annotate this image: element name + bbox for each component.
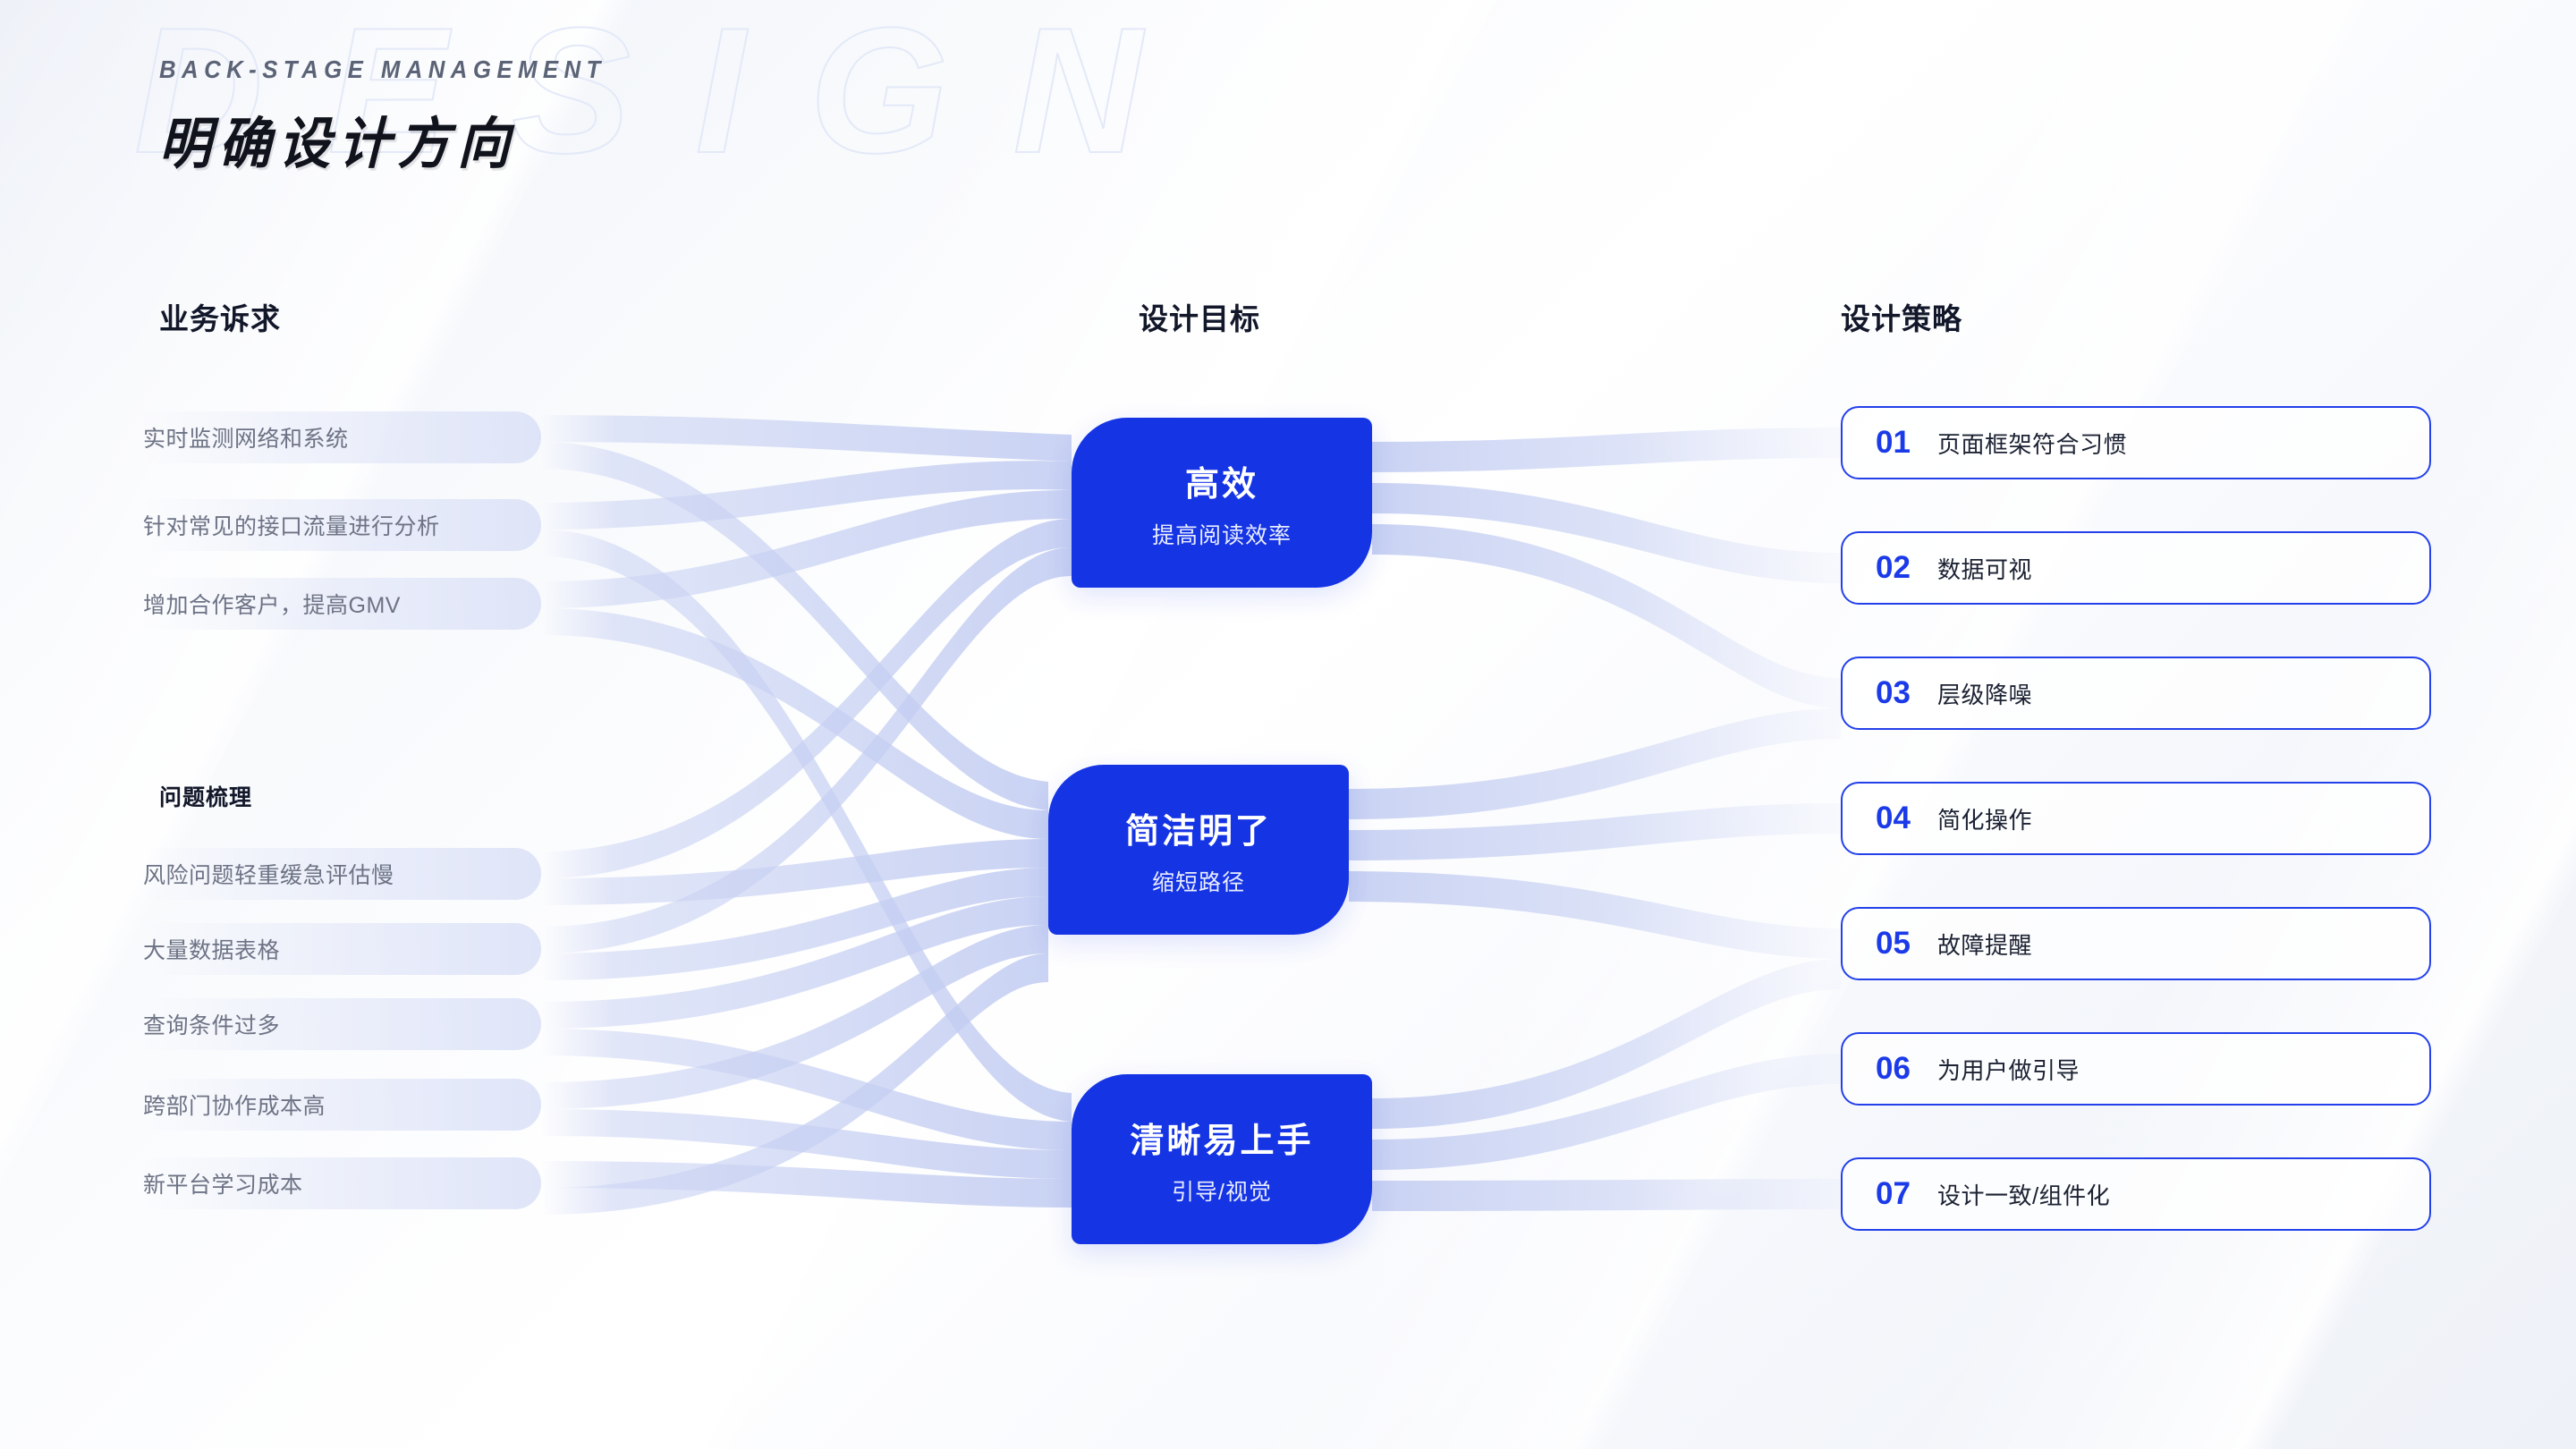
problem-label: 新平台学习成本 xyxy=(143,1173,303,1198)
strategy-label: 设计一致/组件化 xyxy=(1936,1182,2111,1209)
strategy-number: 07 xyxy=(1876,1176,1911,1211)
strategy-card-07[interactable]: 07 设计一致/组件化 xyxy=(1841,1157,2431,1231)
strategy-number: 04 xyxy=(1876,801,1911,835)
list-item[interactable]: 跨部门协作成本高 xyxy=(143,1079,541,1131)
list-item[interactable]: 新平台学习成本 xyxy=(143,1157,541,1209)
list-item[interactable]: 查询条件过多 xyxy=(143,998,541,1050)
ribbons-left xyxy=(541,415,1072,1215)
strategy-card-03[interactable]: 03 层级降噪 xyxy=(1841,657,2431,730)
strategy-number: 06 xyxy=(1876,1051,1911,1086)
list-item[interactable]: 实时监测网络和系统 xyxy=(143,411,541,463)
problem-label: 查询条件过多 xyxy=(143,1013,281,1038)
list-item[interactable]: 针对常见的接口流量进行分析 xyxy=(143,499,541,551)
list-item[interactable]: 风险问题轻重缓急评估慢 xyxy=(143,848,541,900)
column-title-design-goals: 设计目标 xyxy=(1139,302,1260,335)
goal-subtitle: 提高阅读效率 xyxy=(1151,522,1292,548)
goal-subtitle: 缩短路径 xyxy=(1151,869,1245,895)
goal-title: 高效 xyxy=(1184,465,1258,504)
strategy-label: 层级降噪 xyxy=(1936,681,2032,708)
goal-node-easy[interactable]: 清晰易上手 引导/视觉 xyxy=(1072,1074,1372,1244)
problem-label: 风险问题轻重缓急评估慢 xyxy=(143,863,394,888)
strategy-card-06[interactable]: 06 为用户做引导 xyxy=(1841,1032,2431,1106)
strategy-number: 01 xyxy=(1876,425,1911,460)
strategy-number: 05 xyxy=(1876,926,1911,961)
strategy-label: 数据可视 xyxy=(1936,555,2032,583)
header: BACK-STAGE MANAGEMENT 明确设计方向 xyxy=(158,55,645,179)
business-need-label: 增加合作客户，提高GMV xyxy=(143,593,401,618)
column-title-design-strategy: 设计策略 xyxy=(1841,302,1962,335)
business-need-label: 针对常见的接口流量进行分析 xyxy=(143,514,440,539)
list-item[interactable]: 增加合作客户，提高GMV xyxy=(143,578,541,630)
header-eyebrow: BACK-STAGE MANAGEMENT xyxy=(159,55,606,83)
problem-label: 跨部门协作成本高 xyxy=(143,1094,326,1119)
problem-label: 大量数据表格 xyxy=(143,938,281,963)
strategy-label: 简化操作 xyxy=(1936,806,2032,834)
ribbons-right xyxy=(1349,428,1841,1211)
column-title-business-needs: 业务诉求 xyxy=(159,302,281,335)
strategy-card-01[interactable]: 01 页面框架符合习惯 xyxy=(1841,406,2431,479)
column-subtitle-problems: 问题梳理 xyxy=(159,785,253,810)
business-need-label: 实时监测网络和系统 xyxy=(143,427,349,452)
goal-subtitle: 引导/视觉 xyxy=(1172,1179,1272,1205)
goal-title: 简洁明了 xyxy=(1124,812,1272,851)
goal-title: 清晰易上手 xyxy=(1130,1122,1314,1160)
strategy-number: 03 xyxy=(1876,675,1911,710)
strategy-label: 为用户做引导 xyxy=(1936,1056,2080,1084)
strategy-card-02[interactable]: 02 数据可视 xyxy=(1841,531,2431,605)
list-item[interactable]: 大量数据表格 xyxy=(143,923,541,975)
strategy-label: 页面框架符合习惯 xyxy=(1936,430,2127,458)
goal-node-concise[interactable]: 简洁明了 缩短路径 xyxy=(1048,765,1349,935)
strategy-number: 02 xyxy=(1876,550,1911,585)
design-watermark: DESIGN xyxy=(133,0,1207,191)
strategy-label: 故障提醒 xyxy=(1936,931,2032,959)
goal-node-efficient[interactable]: 高效 提高阅读效率 xyxy=(1072,418,1372,588)
strategy-card-05[interactable]: 05 故障提醒 xyxy=(1841,907,2431,980)
strategy-card-04[interactable]: 04 简化操作 xyxy=(1841,782,2431,855)
